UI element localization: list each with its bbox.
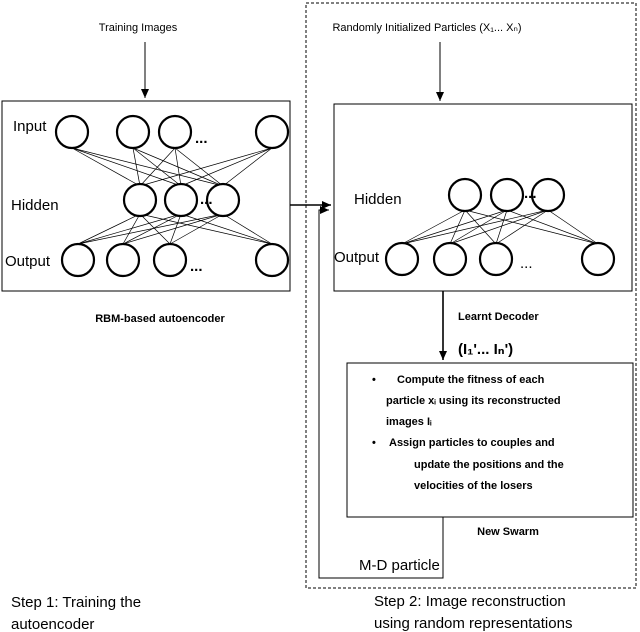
output-node [152,242,188,278]
edge [77,213,141,245]
step2-hidden-nodes [447,177,566,213]
reconstructed-images-label: (I₁'... Iₙ') [458,341,513,358]
bullet-2-line3: velocities of the losers [414,480,533,492]
decoder-output-label: Output [334,249,380,266]
output-node [254,242,290,278]
input-node [54,114,90,150]
edge [139,147,273,187]
edge [495,209,508,245]
bullet-1-line2: particle xᵢ using its reconstructed [386,395,561,407]
output-node [105,242,141,278]
step2-edges [401,209,599,245]
pso-steps-box [346,362,634,518]
md-particle-label: M-D particle [359,557,440,574]
edge [174,147,182,187]
edge [449,209,466,245]
edge [401,209,549,245]
rbm-autoencoder-caption: RBM-based autoencoder [95,313,225,325]
training-images-label: Training Images [99,22,178,34]
input-node [254,114,290,150]
decoder-hidden-label: Hidden [354,191,402,208]
decoder-hidden-node [447,177,483,213]
input-ellipsis: ... [195,130,208,147]
input-row-label: Input [13,118,47,135]
edge [77,213,182,245]
output-row-label: Output [5,253,51,270]
random-particles-label: Randomly Initialized Particles (X₁... Xₙ… [332,22,521,34]
hidden-node [205,182,241,218]
output-node [60,242,96,278]
hidden-ellipsis: ... [200,191,213,208]
bullet-2-line1: Assign particles to couples and [389,437,555,449]
bullet-1-symbol: • [372,374,376,386]
edge [139,147,176,187]
step2-caption-line2: using random representations [374,615,572,632]
edge [122,213,224,245]
learnt-decoder-label: Learnt Decoder [458,311,539,323]
step1-edges [71,147,273,245]
edge [169,213,224,245]
decoder-hidden-ellipsis: ... [524,185,537,202]
edge [174,147,224,187]
edge [169,213,182,245]
bullet-2-line2: update the positions and the [414,459,564,471]
bullet-2-symbol: • [372,437,376,449]
decoder-hidden-node [530,177,566,213]
edge [449,209,549,245]
decoder-output-node [580,241,616,277]
edge [132,147,141,187]
edge [180,147,273,187]
input-node [115,114,151,150]
edge [71,147,141,187]
step1-caption-line2: autoencoder [11,616,94,632]
edge [401,209,508,245]
step1-hidden-nodes [122,182,241,218]
step2-caption-line1: Step 2: Image reconstruction [374,593,566,610]
edge [222,147,273,187]
edge [132,147,182,187]
hidden-node [163,182,199,218]
edge [547,209,599,245]
edge [464,209,497,245]
edge [495,209,549,245]
edge [122,213,141,245]
step1-caption-line1: Step 1: Training the [11,594,141,611]
decoder-output-node [384,241,420,277]
edge [222,213,273,245]
step1-input-nodes [54,114,290,150]
step2-dashed-frame [305,2,637,589]
decoder-output-node [432,241,468,277]
feedback-loop-arrow [318,206,444,579]
edge [77,213,224,245]
step1-output-nodes [60,242,290,278]
output-ellipsis: ... [190,258,203,275]
step1-panel: Training Images Input Hidden Output [1,22,291,632]
new-swarm-label: New Swarm [477,526,539,538]
hidden-node [122,182,158,218]
step2-panel: Randomly Initialized Particles (X₁... Xₙ… [305,2,637,632]
edge [71,147,224,187]
input-node [157,114,193,150]
edge [449,209,508,245]
hidden-row-label: Hidden [11,197,59,214]
bullet-1-line1: Compute the fitness of each [397,374,545,386]
bullet-1-line3: images Iᵢ [386,416,432,428]
step2-output-nodes [384,241,616,277]
edge [401,209,466,245]
edge [139,213,171,245]
edge [464,209,599,245]
decoder-output-node [478,241,514,277]
edge [180,213,273,245]
decoder-hidden-node [489,177,525,213]
edge [139,213,273,245]
decoder-output-ellipsis: ... [520,255,533,272]
